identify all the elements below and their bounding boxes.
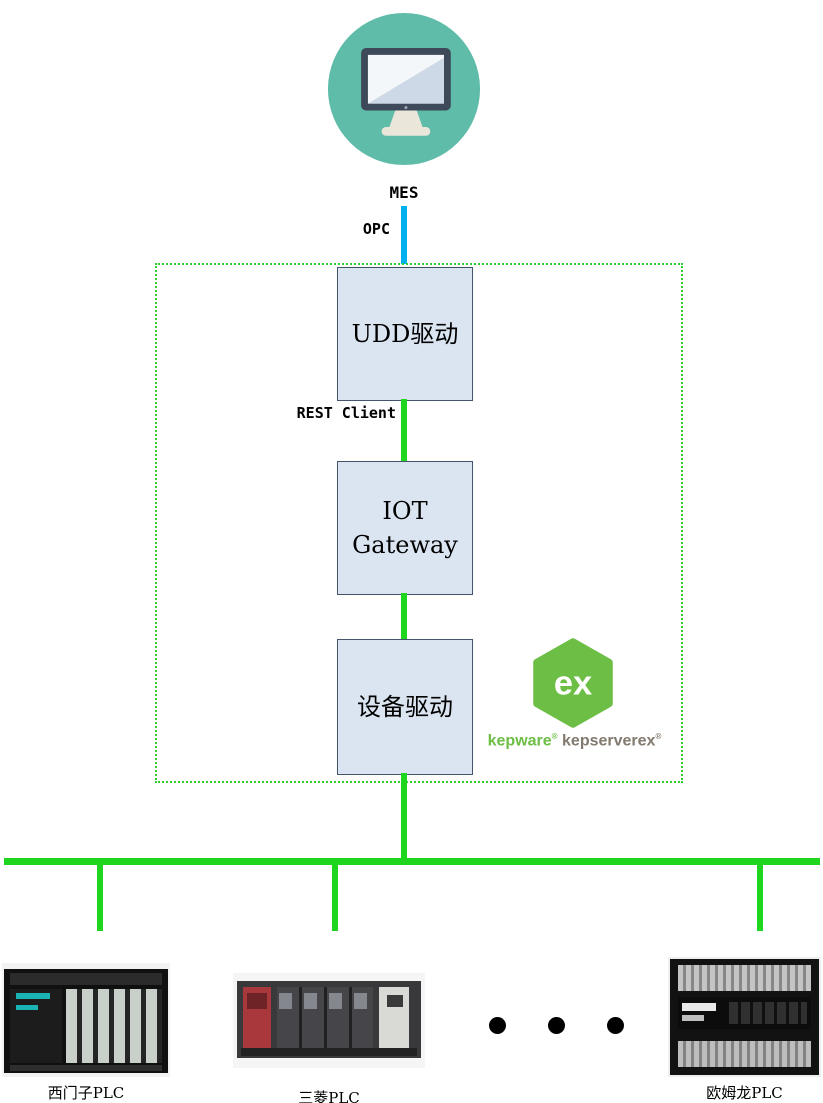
kepware-brand-text: kepware [487,732,552,750]
omron-plc-image [668,957,821,1077]
bus-drop-omron [757,863,763,931]
device-driver-label: 设备驱动 [357,693,453,721]
opc-connector-line [401,206,407,264]
mitsubishi-plc-label: 三菱PLC [298,1089,360,1103]
kepserverex-product-mark: ® [655,732,662,741]
kepware-brand-mark: ® [551,732,558,741]
siemens-plc-body [4,969,168,1073]
mitsubishi-plc-module-windows [279,993,371,1009]
bus-drop-siemens [97,863,103,931]
ellipsis-dot [489,1017,506,1034]
iot-gateway-box: IOT Gateway [337,461,473,595]
mes-label: MES [389,183,419,202]
bus-drop-mitsubishi [332,863,338,931]
siemens-plc-rail [10,1065,162,1071]
iot-gateway-label-line1: IOT [382,497,428,525]
mitsubishi-plc-body [237,981,421,1058]
siemens-plc-label: 西门子PLC [47,1084,125,1102]
omron-plc-body [670,959,819,1075]
siemens-plc-image [2,963,170,1077]
rest-client-label: REST Client [296,404,396,422]
omron-plc-bottom-terminals [678,1041,811,1067]
iot-gateway-label-line2: Gateway [352,531,458,559]
more-devices-ellipsis-icon [489,1017,624,1034]
mitsubishi-plc-power-module [243,987,271,1050]
siemens-plc-io-modules [66,989,162,1063]
kepserverex-group-box [155,263,683,783]
fieldbus-line [4,858,820,865]
mitsubishi-plc-rail [241,1048,417,1056]
siemens-plc-top-strip [10,973,162,985]
kepware-hexagon-icon: ex [532,637,614,729]
omron-plc-label: 欧姆龙PLC [706,1084,783,1102]
udd-driver-label: UDD驱动 [351,320,459,348]
udd-to-iot-line [401,399,407,461]
omron-plc-mid-band [678,997,811,1029]
mes-monitor-icon [326,11,482,167]
udd-driver-box: UDD驱动 [337,267,473,401]
kepware-hex-text: ex [554,664,592,702]
ellipsis-dot [548,1017,565,1034]
device-driver-box: 设备驱动 [337,639,473,775]
siemens-plc-cpu-module [10,989,62,1063]
opc-link-label: OPC [362,220,390,238]
iot-to-device-driver-line [401,593,407,639]
ellipsis-dot [607,1017,624,1034]
device-driver-to-bus-line [401,773,407,863]
kepserverex-product-text: kepserverex [562,732,656,750]
omron-plc-top-terminals [678,965,811,991]
kepware-wordmark: kepware® kepserverex® [462,732,687,750]
mitsubishi-plc-image [233,973,425,1068]
